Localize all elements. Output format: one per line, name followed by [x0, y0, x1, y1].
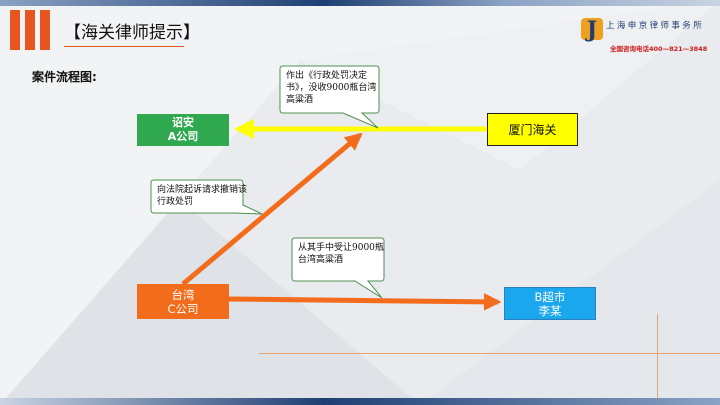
callout-purchase-bubble: [291, 237, 385, 299]
firm-logo: J 上海申京律师事务所 全国咨询电话400—821—3848: [578, 14, 714, 60]
firm-logo-icon: J: [581, 17, 603, 42]
node-taiwan-company: 台湾 C公司: [137, 284, 229, 319]
logo-mark-letter: J: [585, 17, 597, 42]
node-xiamen-line1: 厦门海关: [508, 122, 557, 137]
node-taiwan-line2: C公司: [167, 301, 199, 316]
callout-lawsuit-text: 向法院起诉请求撤销该行政处罚: [157, 185, 248, 207]
callout-decision-bubble: [279, 65, 380, 129]
bottom-decor-bar: [0, 398, 720, 405]
node-taiwan-line1: 台湾: [171, 287, 195, 302]
arrow-taiwan-to-xiamen: [181, 132, 363, 286]
node-bshop-line2: 李某: [538, 303, 562, 318]
arrow-taiwan-to-bshop: [228, 293, 502, 311]
top-decor-bar: [0, 0, 720, 6]
title-underline: [64, 46, 184, 47]
callout-purchase-text: 从其手中受让9000瓶台湾高粱酒: [298, 243, 384, 265]
section-subtitle: 案件流程图:: [32, 70, 97, 84]
node-zhaoan-company: 诏安 A公司: [137, 114, 229, 146]
node-zhaoan-line2: A公司: [167, 130, 199, 143]
node-bshop-line1: B超市: [534, 289, 566, 304]
title-stripes-decoration: [10, 10, 54, 50]
firm-name: 上海申京律师事务所: [606, 21, 705, 31]
callout-lawsuit-bubble: [150, 179, 263, 215]
node-xiamen-customs: 厦门海关: [487, 113, 578, 146]
node-zhaoan-line1: 诏安: [172, 116, 194, 129]
callout-decision-text: 作出《行政处罚决定书》，没收9000瓶台湾高粱酒: [286, 71, 377, 105]
firm-phone: 全国咨询电话400—821—3848: [610, 45, 708, 53]
node-b-supermarket: B超市 李某: [504, 287, 596, 320]
decor-vertical-rule: [657, 314, 658, 398]
decor-horizontal-rule: [259, 353, 720, 354]
page-title: 【海关律师提示】: [64, 23, 200, 43]
